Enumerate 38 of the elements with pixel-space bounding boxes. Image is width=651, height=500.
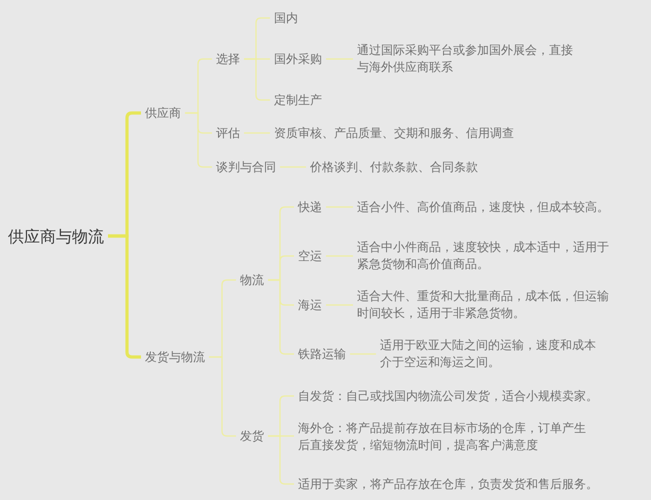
- topic-label: 空运: [298, 248, 322, 264]
- topic-label: 供应商: [145, 104, 181, 122]
- description-text: 适用于欧亚大陆之间的运输，速度和成本介于空运和海运之间。: [380, 337, 604, 371]
- topic-label: 国外采购: [274, 50, 322, 68]
- connector-line: [350, 353, 376, 355]
- description-text: 资质审核、产品质量、交期和服务、信用调查: [274, 124, 514, 142]
- topic-label: 发货: [240, 428, 264, 444]
- topic-label: 选择: [216, 50, 240, 68]
- connector-line: [268, 435, 294, 485]
- connector-line: [326, 255, 353, 257]
- central-topic: 供应商与物流: [8, 226, 104, 246]
- connector-line: [280, 166, 306, 168]
- description-text: 适合小件、高价值商品，速度快，但成本较高。: [357, 198, 609, 216]
- topic-label: 发货与物流: [145, 348, 205, 366]
- connector-line: [185, 112, 212, 168]
- topic-label: 国内: [274, 10, 298, 26]
- description-text: 海外仓：将产品提前存放在目标市场的仓库，订单产生后直接发货，缩短物流时间，提高客户满意度: [298, 420, 590, 454]
- description-text: 通过国际采购平台或参加国外展会，直接与海外供应商联系: [357, 42, 581, 76]
- topic-label: 物流: [240, 272, 264, 288]
- connector-line: [326, 58, 353, 60]
- topic-label: 谈判与合同: [216, 158, 276, 176]
- connector-line: [326, 304, 353, 306]
- description-text: 价格谈判、付款条款、合同条款: [310, 158, 478, 176]
- description-text: 适用于卖家，将产品存放在仓库，负责发货和售后服务。: [298, 476, 598, 492]
- connector-line: [268, 279, 294, 355]
- description-text: 适合中小件商品，速度较快，成本适中，适用于紧急货物和高价值商品。: [357, 239, 617, 273]
- connector-line: [244, 132, 270, 134]
- connector-line: [209, 356, 236, 437]
- topic-label: 评估: [216, 124, 240, 142]
- topic-label: 快递: [298, 198, 322, 216]
- connector-line: [244, 58, 270, 101]
- topic-label: 定制生产: [274, 92, 322, 108]
- topic-label: 铁路运输: [298, 346, 346, 362]
- topic-label: 海运: [298, 296, 322, 314]
- connector-line: [108, 234, 141, 359]
- description-text: 适合大件、重货和大批量商品，成本低，但运输时间较长，适用于非紧急货物。: [357, 288, 617, 322]
- description-text: 自发货：自己或找国内物流公司发货，适合小规模卖家。: [298, 388, 598, 404]
- connector-line: [326, 206, 353, 208]
